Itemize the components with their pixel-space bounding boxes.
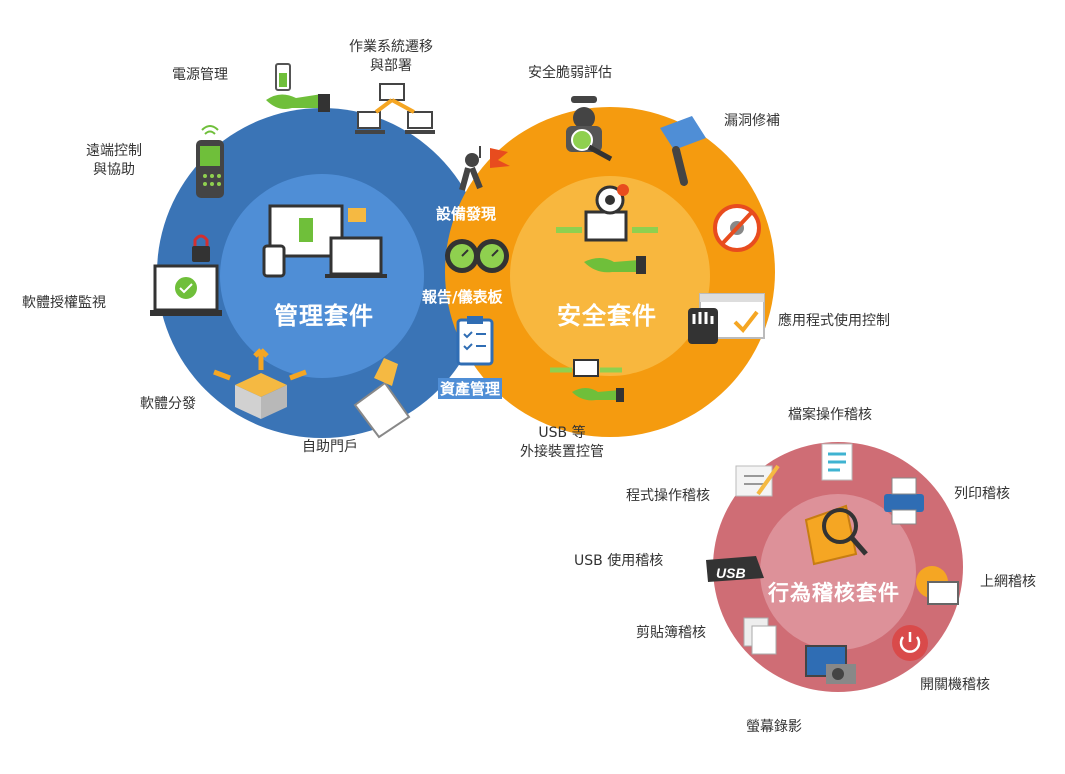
remote-control-label: 遠端控制 與協助 [86, 143, 142, 178]
web-audit-label: 上網稽核 [980, 574, 1036, 590]
software-distribution-label: 軟體分發 [140, 396, 196, 412]
battery-hand-icon [266, 63, 330, 112]
dashboard-label: 報告/儀表板 [422, 288, 503, 306]
asset-management-label: 資產管理 [438, 378, 503, 399]
vulnerability-assessment-icon [566, 96, 613, 162]
license-monitor-label: 軟體授權監視 [22, 295, 106, 311]
device-discovery-label: 設備發現 [436, 205, 497, 223]
dashboard-gauge-icon [445, 239, 509, 273]
app-control-label: 應用程式使用控制 [778, 313, 890, 329]
file-document-icon [821, 443, 853, 481]
security-inner-circle [510, 176, 710, 376]
security-center-icon [556, 184, 658, 274]
remote-control-icon [196, 125, 224, 198]
asset-clipboard-icon [456, 316, 494, 366]
self-service-portal-icon [353, 358, 411, 439]
program-notepad-icon [735, 464, 780, 497]
usb-audit-label: USB 使用稽核 [574, 553, 664, 569]
power-icon [892, 625, 928, 661]
patch-label: 漏洞修補 [724, 113, 780, 129]
screen-recording-icon [805, 645, 856, 684]
license-monitor-icon [150, 234, 222, 316]
power-management-label: 電源管理 [172, 67, 228, 83]
patch-icon [660, 116, 706, 186]
devices-center-icon [262, 204, 387, 278]
power-audit-label: 開關機稽核 [920, 677, 990, 693]
management-title: 管理套件 [274, 302, 374, 330]
software-distribution-icon [213, 348, 307, 419]
usb-device-control-icon [550, 359, 624, 402]
usb-stick-label: USB [716, 565, 746, 581]
security-title: 安全套件 [557, 302, 657, 330]
audit-title: 行為稽核套件 [768, 581, 900, 605]
self-service-portal-label: 自助門戶 [302, 439, 358, 455]
usb-stick-icon: USB [706, 556, 764, 582]
print-audit-label: 列印稽核 [954, 486, 1010, 502]
os-migration-label: 作業系統遷移 與部署 [349, 39, 433, 74]
vulnerability-assessment-label: 安全脆弱評估 [528, 65, 612, 81]
web-browser-icon [916, 566, 959, 605]
audit-inner-circle [760, 494, 916, 650]
file-audit-label: 檔案操作稽核 [788, 407, 872, 423]
printer-icon [884, 477, 924, 525]
blocked-bug-icon [713, 204, 761, 252]
usb-device-control-label: USB 等 外接裝置控管 [520, 425, 604, 460]
clipboard-copy-icon [743, 617, 777, 655]
app-control-icon [688, 293, 765, 344]
screen-recording-label: 螢幕錄影 [746, 719, 802, 735]
os-migration-icon [355, 83, 435, 134]
audit-center-icon [804, 504, 868, 566]
program-audit-label: 程式操作稽核 [626, 488, 710, 504]
clipboard-audit-label: 剪貼簿稽核 [636, 625, 706, 641]
device-discovery-icon [459, 146, 510, 191]
